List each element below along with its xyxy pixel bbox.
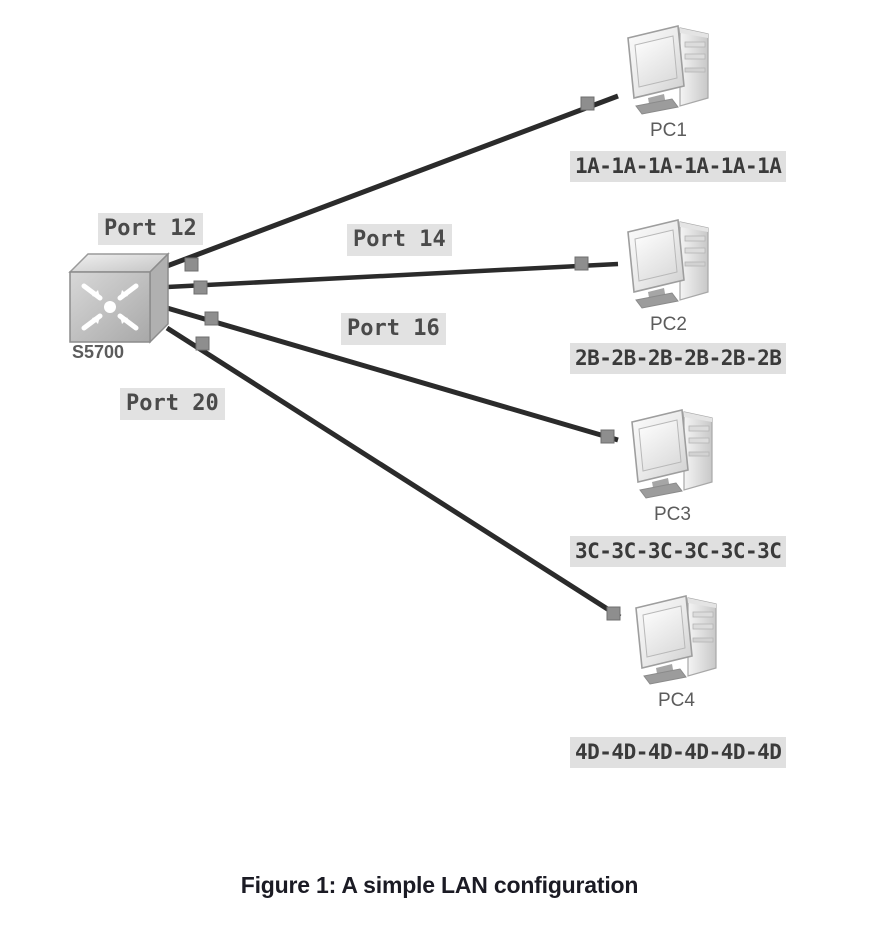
connector-node-port-20 — [195, 336, 210, 351]
port-label-14: Port 14 — [347, 224, 452, 256]
pc2-name-label: PC2 — [650, 314, 687, 335]
port-label-16: Port 16 — [341, 313, 446, 345]
connector-node-pc1 — [580, 96, 595, 111]
desktop-computer-icon — [620, 590, 724, 686]
switch-label: S5700 — [72, 342, 125, 362]
device-pc4[interactable]: PC4 — [620, 590, 724, 711]
desktop-computer-icon — [612, 20, 716, 116]
network-switch-icon — [62, 246, 170, 344]
connector-node-pc4 — [606, 606, 621, 621]
port-label-20: Port 20 — [120, 388, 225, 420]
cable-port-20 — [165, 325, 622, 620]
device-pc1[interactable]: PC1 — [612, 20, 716, 141]
pc1-name-label: PC1 — [650, 120, 687, 141]
connector-node-pc2 — [574, 256, 589, 271]
connector-node-port-16 — [204, 311, 219, 326]
figure-caption: Figure 1: A simple LAN configuration — [240, 872, 639, 898]
connector-node-pc3 — [600, 429, 615, 444]
connector-node-port-12 — [184, 257, 199, 272]
device-pc3[interactable]: PC3 — [616, 404, 720, 525]
pc2-mac-label: 2B-2B-2B-2B-2B-2B — [570, 343, 787, 374]
desktop-computer-icon — [612, 214, 716, 310]
desktop-computer-icon — [616, 404, 720, 500]
pc3-mac-label: 3C-3C-3C-3C-3C-3C — [570, 536, 787, 567]
cable-port-14 — [166, 261, 619, 290]
port-label-12: Port 12 — [98, 213, 203, 245]
pc4-mac-label: 4D-4D-4D-4D-4D-4D — [570, 737, 787, 768]
device-switch-s5700[interactable]: S5700 — [62, 246, 170, 362]
pc1-mac-label: 1A-1A-1A-1A-1A-1A — [570, 151, 787, 182]
pc4-name-label: PC4 — [658, 690, 695, 711]
pc3-name-label: PC3 — [654, 504, 691, 525]
connector-node-port-14 — [193, 280, 208, 295]
device-pc2[interactable]: PC2 — [612, 214, 716, 335]
